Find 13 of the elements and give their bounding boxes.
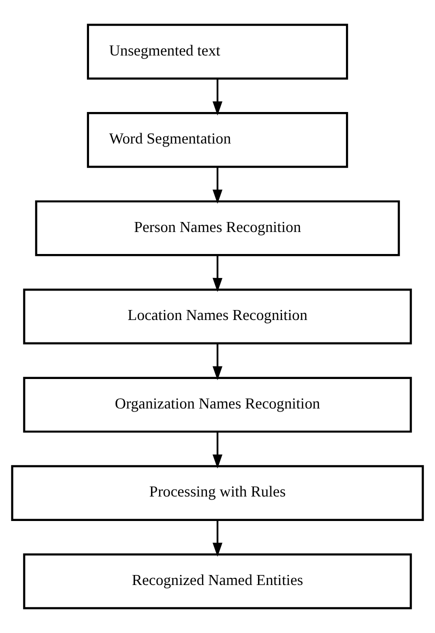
arrow (212, 520, 222, 557)
node-box: Word Segmentation (86, 112, 348, 168)
node-box: Unsegmented text (86, 24, 348, 80)
node-box: Recognized Named Entities (23, 553, 412, 610)
arrow (212, 432, 222, 468)
node-box: Person Names Recognition (35, 200, 400, 256)
arrow (212, 343, 222, 380)
arrow (212, 78, 222, 116)
arrow (212, 166, 222, 204)
arrow (212, 255, 222, 292)
node-box: Location Names Recognition (23, 288, 412, 344)
node-box: Processing with Rules (11, 465, 424, 521)
node-box: Organization Names Recognition (23, 376, 412, 433)
